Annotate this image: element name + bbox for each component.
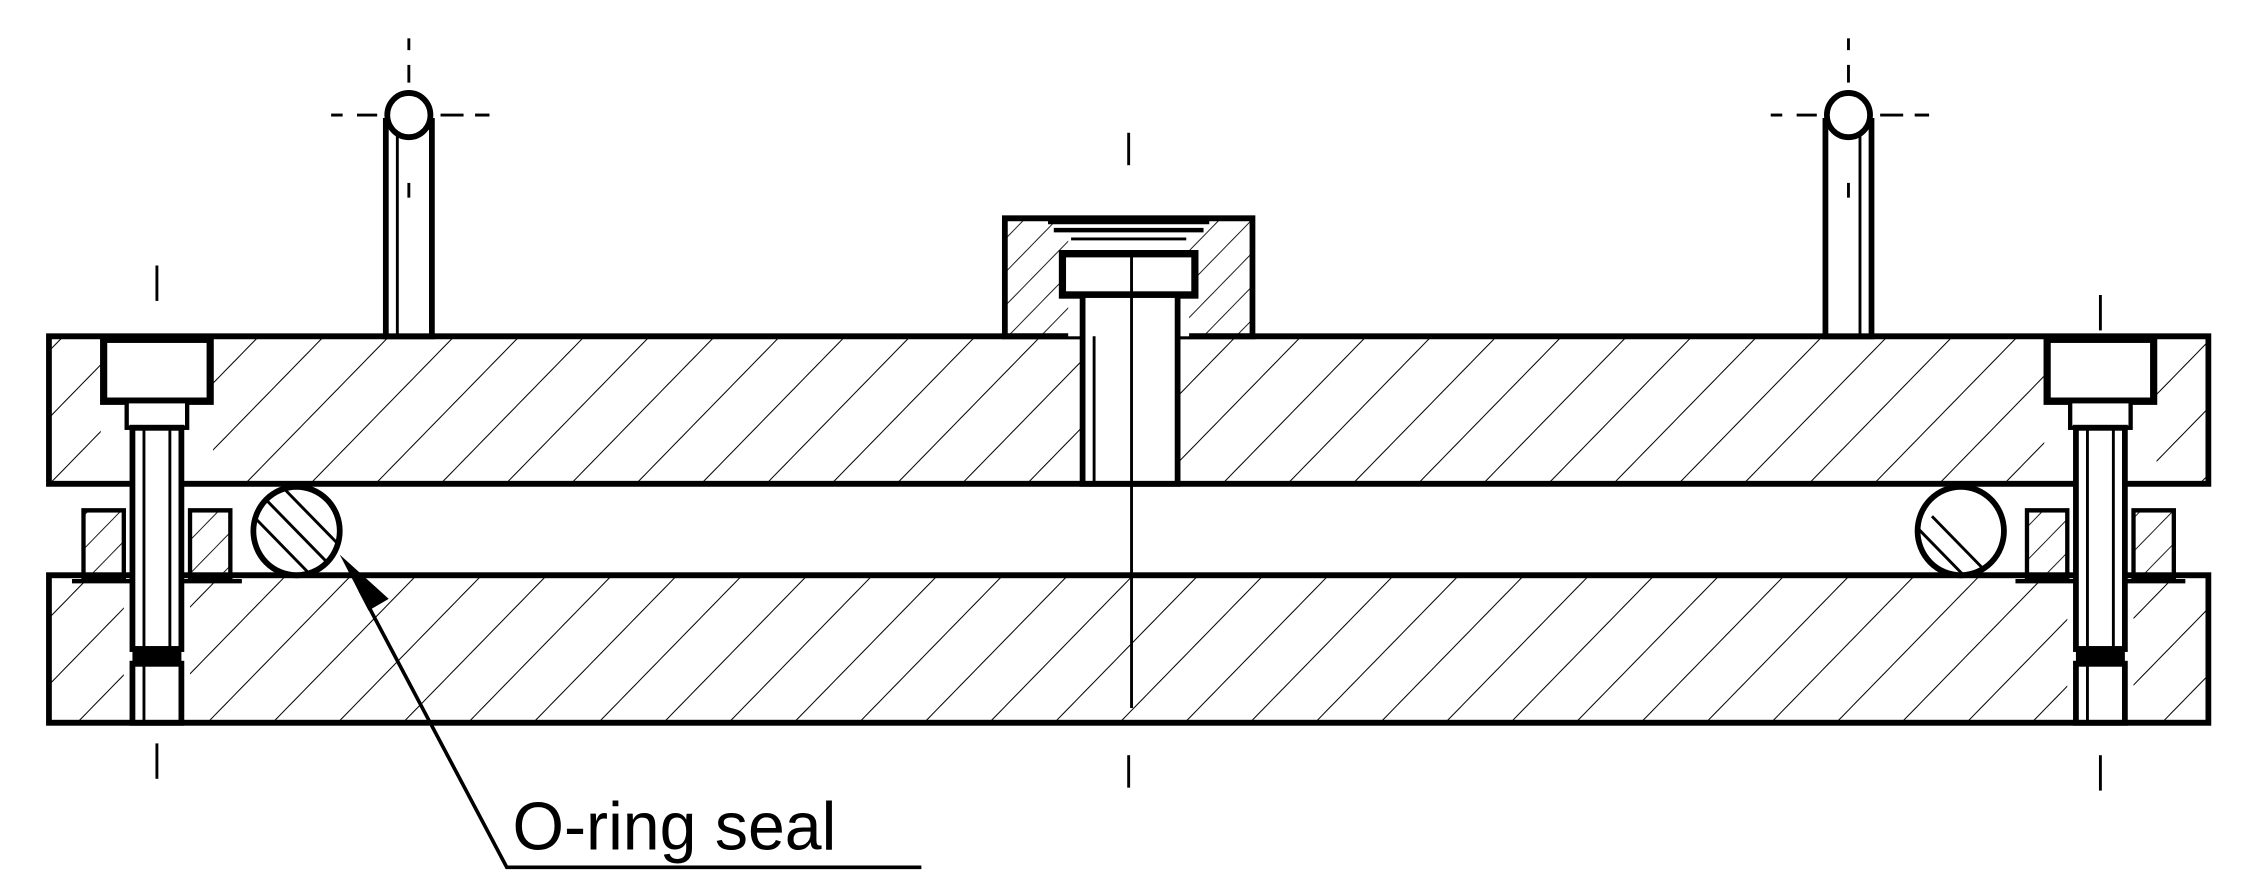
seal-gap xyxy=(48,481,2209,578)
o-ring-left xyxy=(250,483,343,579)
left-handle-post xyxy=(382,89,435,340)
right-bolt xyxy=(2043,335,2158,726)
right-handle-post xyxy=(1822,89,1875,340)
leader-line xyxy=(339,554,922,870)
left-bolt xyxy=(100,335,214,726)
o-ring-seal-label: O-ring seal xyxy=(513,789,837,865)
leader-arrowhead xyxy=(339,554,389,611)
left-spacer-block xyxy=(71,508,242,584)
o-ring-right xyxy=(1914,483,2007,579)
center-lines xyxy=(155,38,2102,791)
